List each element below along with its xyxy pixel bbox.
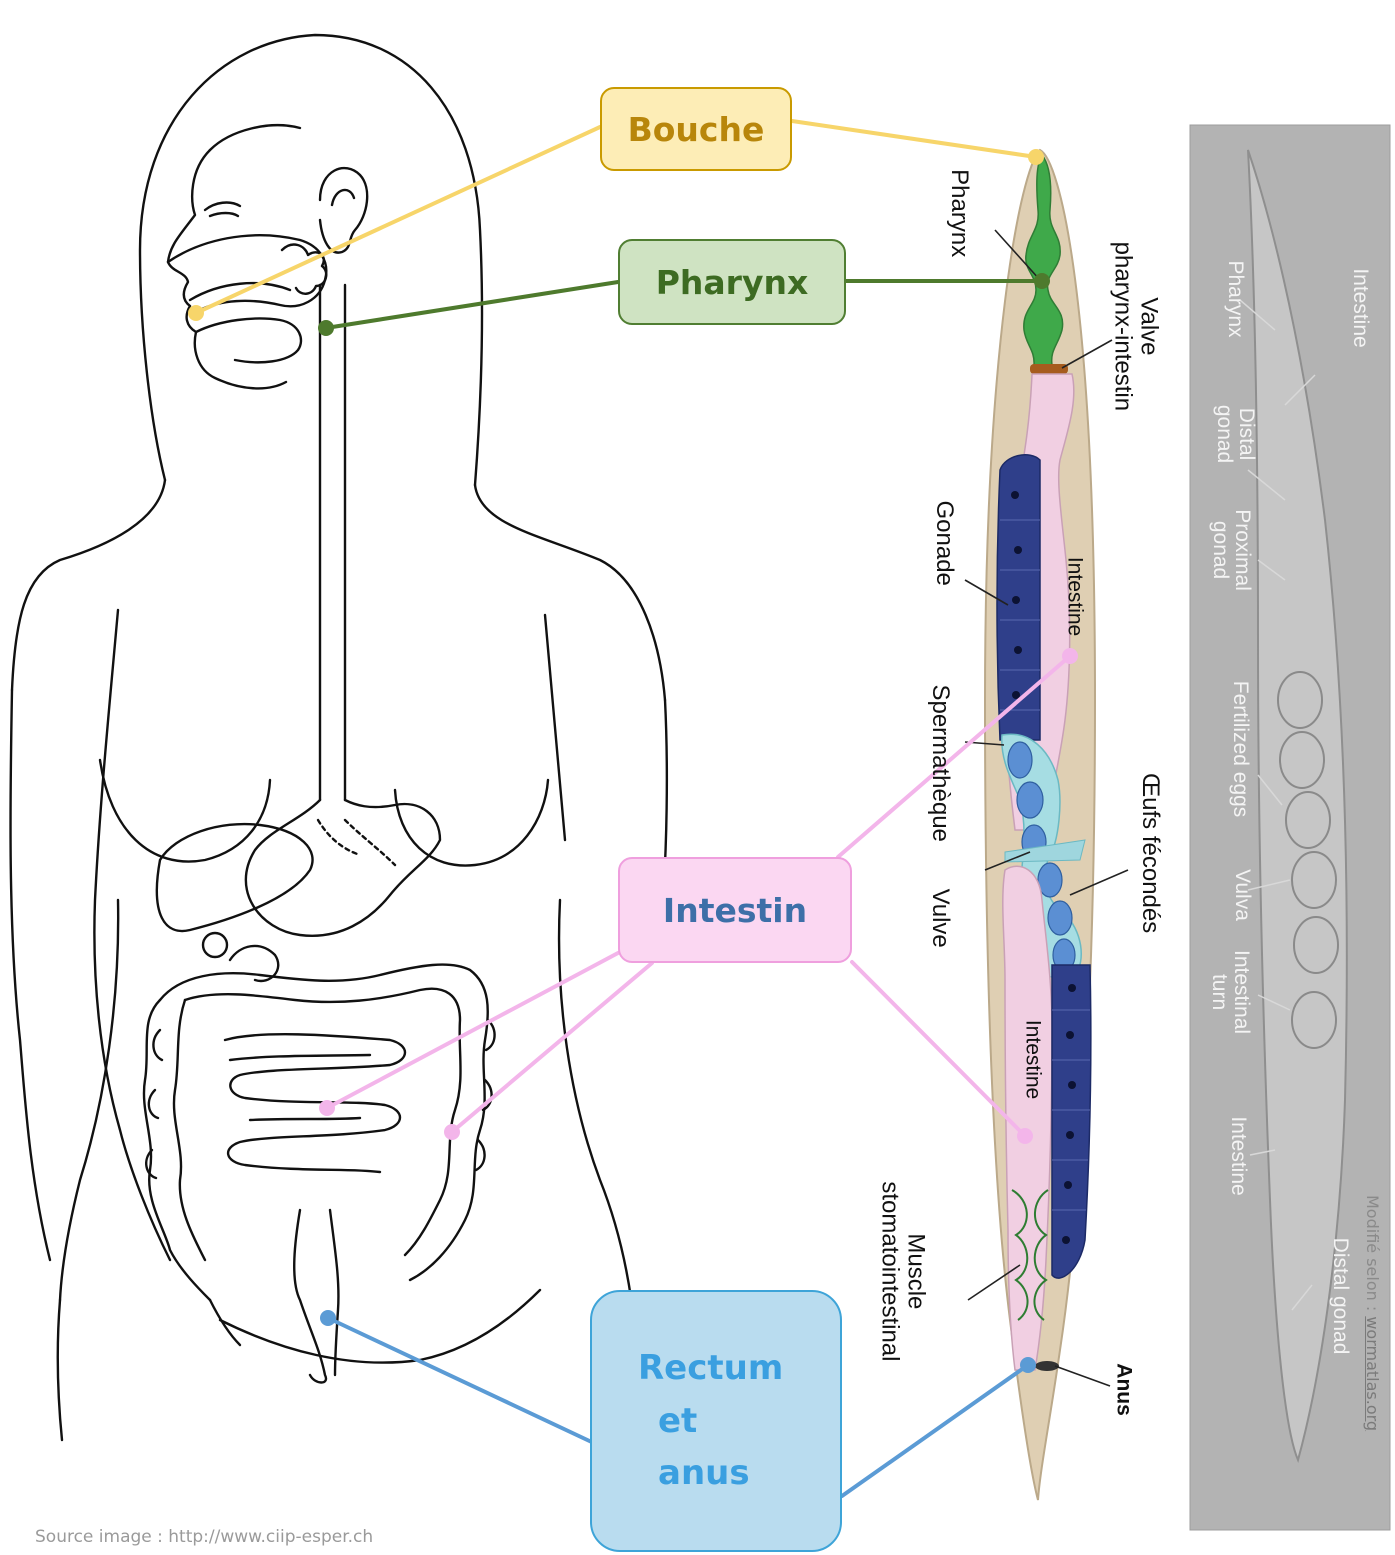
worm-label-intestine-bottom: Intestine	[1021, 1005, 1044, 1115]
worm-label-intestine-top: Intestine	[1063, 542, 1086, 652]
micro-label-pharynx: Pharynx	[1224, 249, 1246, 349]
rectum-box-label-3: anus	[658, 1447, 750, 1500]
credit-prefix: Modifié selon :	[1363, 1195, 1382, 1316]
micro-label-proximal-gonad-line2: gonad	[1209, 495, 1231, 605]
credit-caption: Modifié selon : wormatlas.org	[1363, 1195, 1382, 1431]
rectum-line-human	[328, 1318, 615, 1453]
worm-label-oeufs: Œufs fécondés	[1137, 763, 1163, 943]
micro-label-proximal-gonad-line1: Proximal	[1231, 495, 1253, 605]
micro-label-intestine-top: Intestine	[1349, 258, 1371, 358]
worm-label-vulve: Vulve	[927, 878, 953, 958]
micro-label-intestinal-turn-line2: turn	[1208, 942, 1230, 1042]
worm-label-spermatheque-text: Spermathèque	[927, 684, 954, 841]
micro-label-intestinal-turn-line1: Intestinal	[1230, 942, 1252, 1042]
pharynx-line-human	[326, 282, 618, 328]
intestin-box-label: Intestin	[663, 891, 807, 930]
bouche-box: Bouche	[600, 87, 792, 171]
micro-label-vulva-text: Vulva	[1231, 869, 1254, 921]
intestin-dot-human-2	[444, 1124, 460, 1140]
micro-label-intestine-bottom: Intestine	[1227, 1106, 1249, 1206]
micro-label-distal-gonad-line1: Distal	[1235, 384, 1257, 484]
micro-label-vulva: Vulva	[1231, 860, 1253, 930]
micro-label-distal-gonad-bottom: Distal gonad	[1329, 1231, 1351, 1361]
pharynx-box: Pharynx	[618, 239, 846, 325]
worm-schematic	[965, 150, 1128, 1500]
intestin-dot-worm-bottom	[1017, 1128, 1033, 1144]
rectum-dot-worm	[1020, 1357, 1036, 1373]
worm-label-gonade-text: Gonade	[931, 500, 958, 585]
pharynx-box-label: Pharynx	[656, 263, 809, 302]
micro-label-proximal-gonad: Proximal gonad	[1209, 495, 1253, 605]
bouche-line-worm	[792, 121, 1036, 157]
worm-label-anus-text: Anus	[1113, 1363, 1136, 1416]
worm-label-muscle-line2: stomatointestinal	[876, 1181, 902, 1361]
micro-label-pharynx-text: Pharynx	[1224, 260, 1247, 337]
worm-label-valve: Valve pharynx-intestin	[1109, 226, 1162, 426]
micro-label-intestine-bottom-text: Intestine	[1227, 1116, 1250, 1195]
worm-label-intestine-top-text: Intestine	[1064, 557, 1087, 636]
rectum-line-worm	[842, 1365, 1028, 1496]
micro-label-intestinal-turn: Intestinal turn	[1208, 942, 1252, 1042]
bouche-dot-human	[188, 305, 204, 321]
worm-label-pharynx: Pharynx	[946, 163, 972, 263]
rectum-anus-box: Rectum et anus	[590, 1290, 842, 1552]
intestin-dot-human-1	[319, 1100, 335, 1116]
worm-label-valve-line2: pharynx-intestin	[1109, 226, 1135, 426]
worm-label-intestine-bottom-text: Intestine	[1022, 1020, 1045, 1099]
micro-label-fertilized-eggs-text: Fertilized eggs	[1229, 681, 1252, 818]
worm-label-valve-line1: Valve	[1135, 226, 1161, 426]
rectum-dot-human	[320, 1310, 336, 1326]
micro-label-distal-gonad: Distal gonad	[1213, 384, 1257, 484]
credit-link[interactable]: wormatlas.org	[1363, 1316, 1382, 1431]
intestin-box: Intestin	[618, 857, 852, 963]
source-caption: Source image : http://www.ciip-esper.ch	[35, 1527, 373, 1547]
bouche-dot-worm	[1028, 149, 1044, 165]
pharynx-dot-human	[318, 320, 334, 336]
worm-label-spermatheque: Spermathèque	[927, 678, 953, 848]
rectum-box-label-2: et	[658, 1395, 697, 1448]
worm-label-muscle: Muscle stomatointestinal	[876, 1181, 929, 1361]
worm-label-oeufs-text: Œufs fécondés	[1137, 773, 1164, 933]
worm-label-muscle-line1: Muscle	[902, 1181, 928, 1361]
micro-label-intestine-top-text: Intestine	[1349, 268, 1372, 347]
bouche-box-label: Bouche	[628, 110, 765, 149]
worm-label-vulve-text: Vulve	[927, 889, 954, 948]
micro-label-distal-gonad-bottom-text: Distal gonad	[1329, 1238, 1352, 1355]
worm-label-pharynx-text: Pharynx	[946, 169, 973, 257]
rectum-box-label-1: Rectum	[638, 1342, 783, 1395]
pharynx-dot-worm	[1034, 273, 1050, 289]
worm-label-gonade: Gonade	[931, 493, 957, 593]
worm-label-anus: Anus	[1112, 1360, 1135, 1420]
micro-label-distal-gonad-line2: gonad	[1213, 384, 1235, 484]
micro-label-fertilized-eggs: Fertilized eggs	[1229, 669, 1251, 829]
bouche-line-human	[196, 127, 600, 313]
